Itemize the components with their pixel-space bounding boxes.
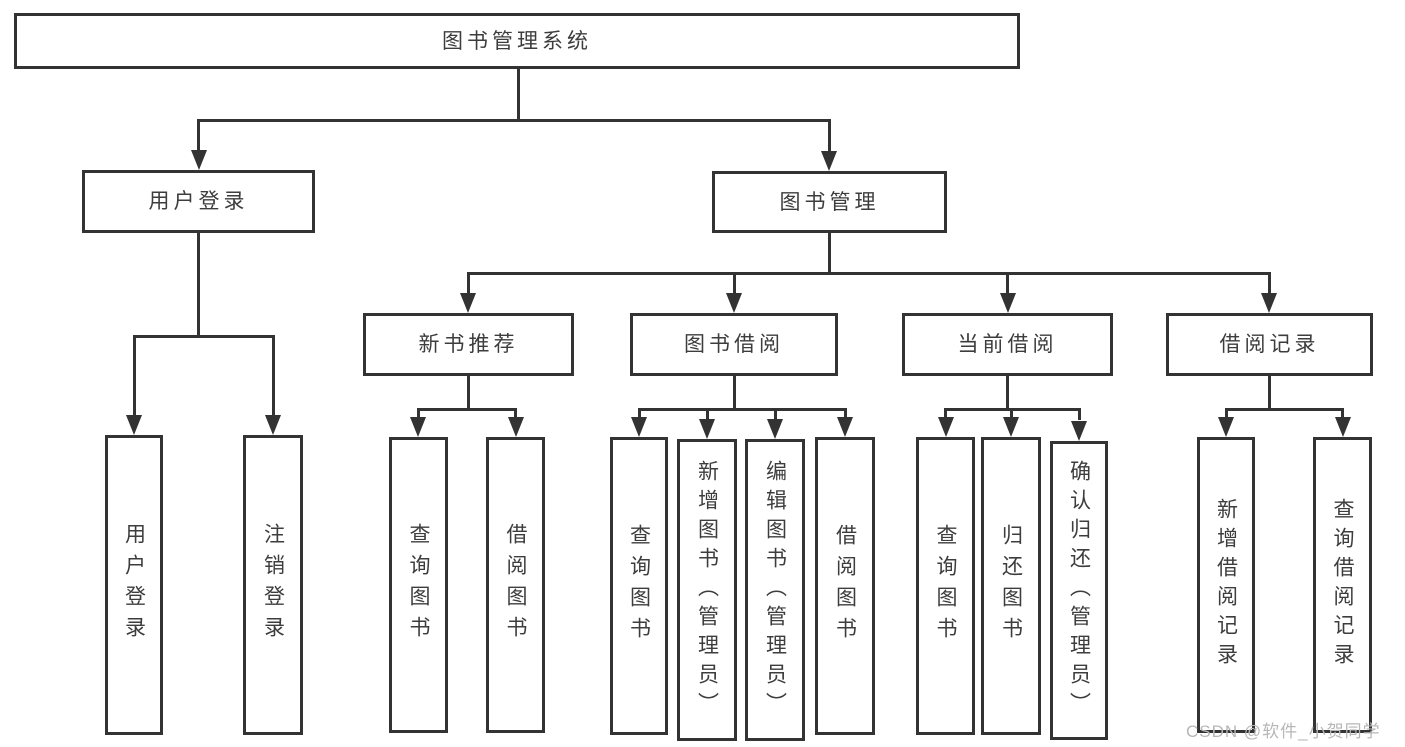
csdn-watermark: CSDN @软件_小贺同学 — [1186, 722, 1381, 741]
arrow-down-icon — [191, 150, 207, 170]
leaf-query-borrow-record: 查询借阅记录 — [1313, 437, 1372, 733]
node-borrow-records: 借阅记录 — [1166, 313, 1373, 376]
arrow-down-icon — [631, 417, 647, 437]
node-book-management: 图书管理 — [712, 171, 947, 233]
node-label: 归还图书 — [999, 524, 1023, 648]
arrow-down-icon — [1218, 417, 1234, 437]
node-label: 用户登录 — [122, 523, 146, 647]
node-new-book-recommend: 新书推荐 — [363, 313, 574, 376]
node-label: 查询借阅记录 — [1331, 498, 1354, 672]
arrow-down-icon — [699, 419, 715, 439]
connector-line — [774, 408, 777, 420]
connector-line — [733, 272, 736, 296]
connector-line — [828, 233, 831, 275]
connector-line — [133, 335, 275, 338]
node-book-borrow: 图书借阅 — [630, 313, 838, 376]
arrow-down-icon — [265, 415, 281, 435]
arrow-down-icon — [126, 415, 142, 435]
connector-line — [467, 272, 1271, 275]
node-label: 新增图书（管理员） — [695, 459, 719, 721]
leaf-user-login: 用户登录 — [105, 435, 163, 735]
node-user-login: 用户登录 — [82, 170, 315, 233]
node-label: 查询图书 — [407, 523, 430, 647]
node-label: 注销登录 — [261, 523, 285, 647]
arrow-down-icon — [1071, 421, 1087, 441]
connector-line — [133, 335, 136, 419]
arrow-down-icon — [1003, 417, 1019, 437]
leaf-query-books-current: 查询图书 — [916, 437, 975, 735]
leaf-edit-books-admin: 编辑图书（管理员） — [745, 439, 805, 741]
leaf-add-borrow-record: 新增借阅记录 — [1197, 437, 1255, 733]
arrow-down-icon — [1335, 417, 1351, 437]
connector-line — [1268, 376, 1271, 411]
connector-line — [1078, 408, 1081, 420]
node-label: 借阅图书 — [504, 523, 527, 647]
node-label: 借阅图书 — [833, 524, 857, 648]
node-label: 编辑图书（管理员） — [763, 459, 787, 721]
node-label: 查询图书 — [627, 524, 651, 648]
arrow-down-icon — [837, 417, 853, 437]
node-label: 确认归还（管理员） — [1067, 460, 1091, 721]
leaf-borrow-books: 借阅图书 — [815, 437, 875, 735]
connector-line — [706, 408, 709, 420]
arrow-down-icon — [508, 417, 524, 437]
arrow-down-icon — [821, 151, 837, 171]
leaf-add-books-admin: 新增图书（管理员） — [677, 439, 737, 741]
node-library-system: 图书管理系统 — [14, 13, 1020, 69]
connector-line — [514, 408, 517, 420]
connector-line — [417, 408, 517, 411]
leaf-confirm-return-admin: 确认归还（管理员） — [1050, 441, 1108, 740]
connector-line — [828, 119, 831, 154]
connector-line — [638, 408, 641, 420]
connector-line — [467, 376, 470, 411]
leaf-borrow-books-recommend: 借阅图书 — [486, 437, 545, 733]
leaf-return-books: 归还图书 — [981, 437, 1041, 735]
connector-line — [638, 408, 847, 411]
connector-line — [844, 408, 847, 420]
connector-line — [197, 119, 831, 122]
leaf-query-books-borrow: 查询图书 — [610, 437, 668, 735]
connector-line — [1225, 408, 1344, 411]
connector-line — [1006, 272, 1009, 296]
node-label: 图书管理系统 — [442, 29, 592, 53]
node-label: 当前借阅 — [957, 333, 1058, 356]
arrow-down-icon — [726, 293, 742, 313]
arrow-down-icon — [1000, 293, 1016, 313]
arrow-down-icon — [1261, 293, 1277, 313]
connector-line — [1341, 408, 1344, 420]
node-label: 新增借阅记录 — [1214, 498, 1238, 672]
connector-line — [272, 335, 275, 419]
node-label: 图书借阅 — [684, 333, 784, 356]
connector-line — [417, 408, 420, 420]
connector-line — [197, 119, 200, 154]
leaf-query-books-recommend: 查询图书 — [389, 437, 448, 733]
connector-line — [467, 272, 470, 296]
leaf-logout: 注销登录 — [243, 435, 303, 735]
connector-line — [517, 69, 520, 121]
arrow-down-icon — [410, 417, 426, 437]
arrow-down-icon — [938, 417, 954, 437]
arrow-down-icon — [767, 419, 783, 439]
connector-line — [1268, 272, 1271, 296]
node-label: 查询图书 — [934, 524, 957, 648]
connector-line — [1225, 408, 1228, 420]
node-label: 图书管理 — [779, 190, 880, 214]
connector-line — [733, 376, 736, 411]
arrow-down-icon — [460, 293, 476, 313]
connector-line — [1006, 376, 1009, 411]
connector-line — [944, 408, 947, 420]
node-label: 借阅记录 — [1219, 333, 1320, 356]
node-label: 用户登录 — [148, 190, 249, 213]
connector-line — [197, 233, 200, 338]
connector-line — [1010, 408, 1013, 420]
node-current-borrow: 当前借阅 — [902, 313, 1113, 376]
node-label: 新书推荐 — [418, 333, 519, 356]
